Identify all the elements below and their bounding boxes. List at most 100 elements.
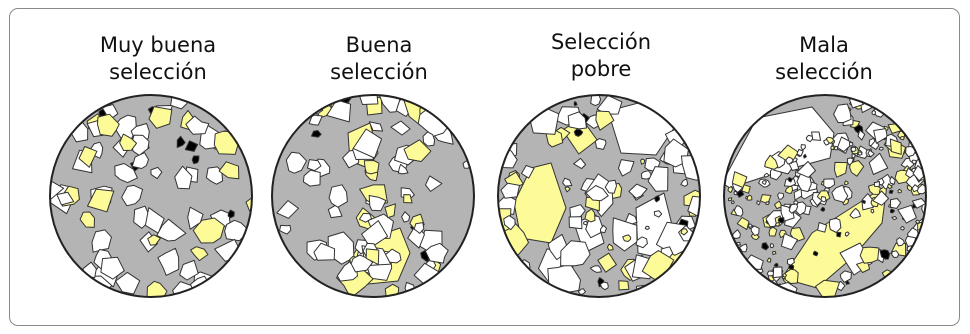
white-grain (100, 256, 125, 280)
white-grain (401, 211, 411, 223)
black-grain (803, 153, 807, 159)
grain-circle-good (271, 94, 475, 298)
grain-group (276, 95, 472, 297)
white-grain (612, 217, 638, 252)
white-grain (786, 257, 795, 266)
white-grain (857, 151, 863, 156)
white-grain (628, 183, 648, 199)
white-grain (379, 95, 402, 113)
black-grain (191, 155, 200, 165)
black-grain (777, 217, 785, 224)
panel-very-good-sorting: Muy buena selección (43, 0, 273, 334)
white-grain (896, 237, 905, 247)
white-grain (390, 120, 411, 136)
white-grain (599, 281, 609, 291)
white-grain (731, 229, 741, 239)
panel-label-line1: Selección (550, 30, 652, 54)
white-grain (872, 190, 890, 206)
white-grain (900, 225, 905, 231)
black-grain (176, 135, 186, 148)
white-grain (849, 141, 854, 147)
yellow-grain (731, 171, 748, 189)
white-grain (850, 146, 857, 153)
white-grain (413, 222, 425, 234)
yellow-grain (899, 136, 905, 141)
yellow-grain (784, 185, 793, 194)
yellow-grain (403, 194, 413, 204)
white-grain (772, 266, 783, 279)
yellow-grain (856, 260, 871, 273)
panel-label-line2: selección (330, 60, 428, 84)
white-grain (647, 166, 669, 192)
white-grain (796, 148, 804, 157)
panel-label-line2: selección (109, 60, 207, 84)
yellow-grain (727, 185, 734, 194)
white-grain (313, 242, 336, 261)
white-grain (644, 225, 650, 231)
yellow-grain (897, 188, 902, 194)
white-grain (368, 121, 384, 132)
circle-outline (271, 94, 475, 298)
yellow-grain (825, 136, 835, 144)
white-grain (594, 138, 607, 150)
yellow-grain (606, 243, 614, 251)
white-grain (568, 216, 583, 230)
panel-poor-sorting: Selección pobre (486, 0, 716, 334)
white-grain (849, 207, 861, 219)
white-grain (115, 271, 141, 295)
white-grain (777, 192, 785, 200)
yellow-grain (618, 280, 630, 291)
white-grain (185, 115, 210, 135)
white-grain (733, 190, 738, 196)
white-grain (573, 157, 587, 170)
white-grain (915, 219, 920, 224)
white-grain (878, 146, 884, 151)
white-grain (750, 225, 760, 237)
white-grain (285, 151, 307, 174)
yellow-grain (403, 139, 432, 162)
white-grain (766, 270, 775, 277)
black-grain (836, 232, 842, 238)
white-grain (763, 172, 769, 178)
panel-label-line2: pobre (570, 57, 632, 81)
black-grain (890, 208, 895, 214)
white-grain (368, 195, 387, 212)
yellow-grain (365, 248, 380, 266)
white-grain (279, 224, 292, 235)
black-grain (879, 249, 891, 260)
white-grain (793, 188, 803, 201)
white-grain (131, 152, 149, 169)
panel-label-line1: Buena (345, 33, 413, 57)
white-grain (358, 212, 373, 223)
yellow-grain (774, 200, 783, 210)
circle-outline (49, 94, 253, 298)
black-grain (912, 203, 917, 209)
white-grain (867, 149, 875, 158)
white-grain (873, 181, 880, 187)
yellow-grain (830, 145, 835, 151)
black-grain (788, 264, 795, 270)
white-grain (600, 224, 607, 234)
yellow-grain (772, 250, 777, 255)
white-grain (756, 200, 761, 206)
white-grain (800, 144, 806, 151)
white-grain (733, 205, 744, 217)
white-grain (828, 217, 842, 233)
white-grain (833, 146, 839, 151)
yellow-grain (777, 144, 799, 164)
white-grain (680, 178, 689, 187)
white-grain (897, 204, 917, 224)
black-grain (227, 209, 235, 219)
circle-outline (497, 94, 701, 298)
white-grain (923, 221, 926, 226)
white-grain (114, 163, 138, 184)
white-grain (156, 218, 187, 242)
yellow-grain (782, 272, 787, 278)
white-grain (560, 240, 591, 267)
white-grain (577, 288, 586, 295)
yellow-grain (363, 160, 380, 175)
white-grain (307, 159, 322, 172)
yellow-grain (768, 226, 778, 237)
white-grain (589, 265, 602, 273)
yellow-grain (784, 268, 799, 284)
